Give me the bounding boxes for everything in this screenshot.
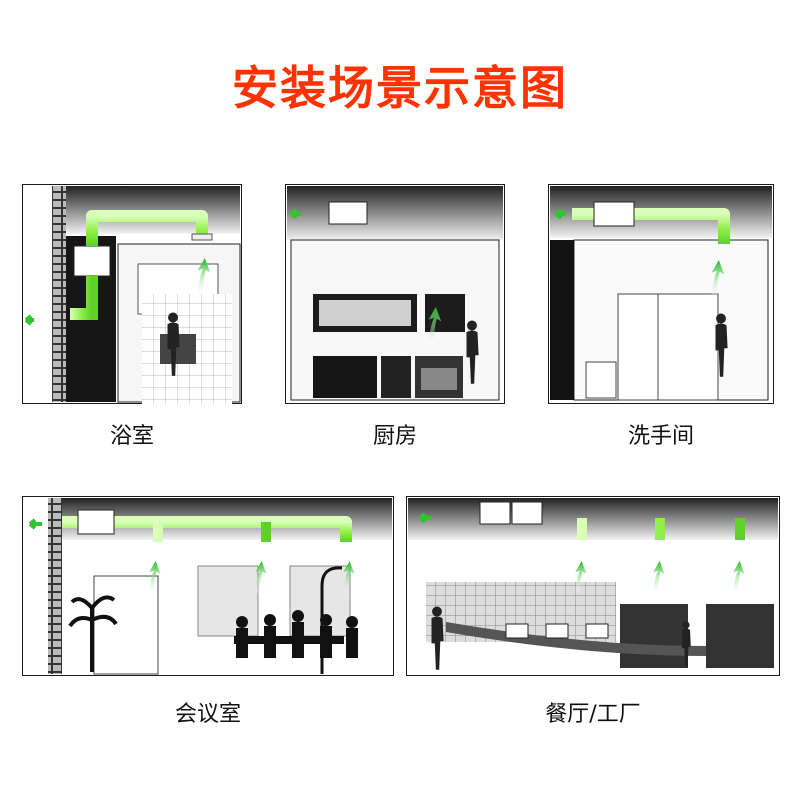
- scene-label-restaurant-factory: 餐厅/工厂: [406, 696, 780, 728]
- scene-bathroom: [22, 184, 242, 404]
- scene-label-kitchen: 厨房: [285, 418, 505, 450]
- scene-kitchen: [285, 184, 505, 404]
- scene-label-bathroom: 浴室: [22, 418, 242, 450]
- scene-washroom: [548, 184, 774, 404]
- scene-label-washroom: 洗手间: [548, 418, 774, 450]
- scene-label-meeting-room: 会议室: [22, 696, 394, 728]
- scene-restaurant-factory: [406, 496, 780, 676]
- page-title: 安装场景示意图: [0, 52, 800, 118]
- scene-meeting-room: [22, 496, 394, 676]
